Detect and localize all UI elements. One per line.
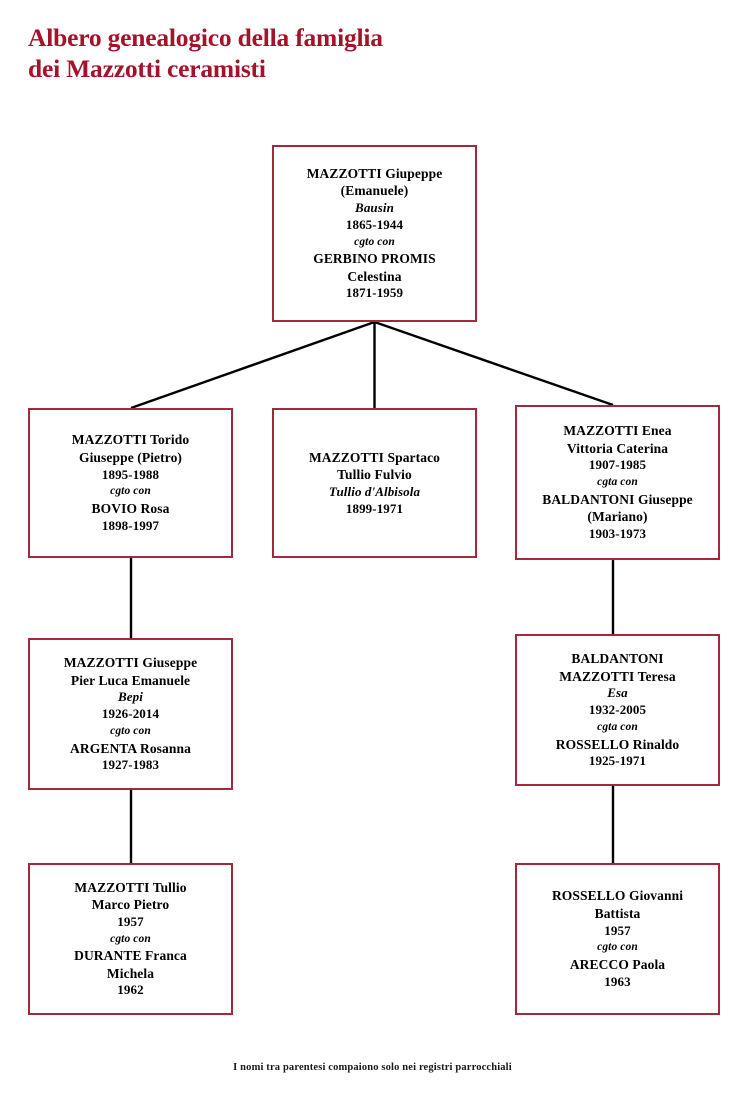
node-line: MAZZOTTI Giupeppe bbox=[306, 165, 443, 181]
node-relation: cgto con bbox=[354, 235, 395, 248]
node-relation: cgto con bbox=[597, 941, 638, 954]
node-line: MAZZOTTI Enea bbox=[563, 423, 672, 439]
node-line: ARECCO Paola bbox=[569, 957, 666, 973]
node-line: MAZZOTTI Spartaco bbox=[308, 449, 441, 465]
node-years: 1895-1988 bbox=[101, 466, 160, 482]
page-title: Albero genealogico della famiglia dei Ma… bbox=[28, 22, 548, 84]
node-nickname: Esa bbox=[607, 685, 628, 701]
person-node-rossello-giovanni-battista[interactable]: ROSSELLO Giovanni Battista 1957 cgto con… bbox=[515, 863, 720, 1015]
node-line: BALDANTONI bbox=[571, 651, 664, 666]
person-node-mazzotti-torido-giuseppe[interactable]: MAZZOTTI Torido Giuseppe (Pietro) 1895-1… bbox=[28, 408, 233, 558]
person-node-mazzotti-giuseppe-pier-luca-emanuele[interactable]: MAZZOTTI Giuseppe Pier Luca Emanuele Bep… bbox=[28, 638, 233, 790]
node-nickname: Bausin bbox=[355, 199, 394, 215]
node-line: Tullio Fulvio bbox=[337, 467, 412, 483]
page-title-line-2: dei Mazzotti ceramisti bbox=[28, 54, 266, 84]
node-years: 1907-1985 bbox=[588, 457, 647, 473]
node-years: 1865-1944 bbox=[345, 216, 404, 232]
footnote: I nomi tra parentesi compaiono solo nei … bbox=[233, 1062, 512, 1073]
person-node-mazzotti-giuseppe-emanuele[interactable]: MAZZOTTI Giupeppe (Emanuele) Bausin 1865… bbox=[272, 145, 477, 322]
node-relation: cgta con bbox=[597, 476, 638, 489]
node-line: MAZZOTTI Teresa bbox=[559, 668, 676, 684]
node-relation: cgto con bbox=[110, 485, 151, 498]
node-years: 1963 bbox=[604, 973, 631, 989]
node-nickname: Tullio d'Albisola bbox=[328, 483, 421, 499]
node-line: Vittoria Caterina bbox=[566, 440, 669, 456]
node-relation: cgto con bbox=[110, 932, 151, 945]
node-relation: cgto con bbox=[110, 724, 151, 737]
node-years: 1898-1997 bbox=[101, 517, 160, 533]
person-node-baldantoni-mazzotti-teresa[interactable]: BALDANTONI MAZZOTTI Teresa Esa 1932-2005… bbox=[515, 634, 720, 786]
node-years: 1925-1971 bbox=[588, 753, 647, 769]
node-line: Battista bbox=[594, 906, 641, 921]
node-nickname: Bepi bbox=[118, 689, 143, 705]
node-line: (Mariano) bbox=[587, 509, 648, 525]
edge-root-to-enea bbox=[374, 320, 614, 407]
node-line: ARGENTA Rosanna bbox=[70, 740, 191, 756]
node-line: MAZZOTTI Tullio bbox=[74, 879, 187, 895]
node-line: BOVIO Rosa bbox=[91, 501, 170, 517]
node-years: 1957 bbox=[604, 922, 631, 938]
node-line: (Emanuele) bbox=[340, 183, 409, 199]
node-line: ROSSELLO Rinaldo bbox=[555, 736, 680, 752]
node-years: 1927-1983 bbox=[101, 757, 160, 773]
node-years: 1871-1959 bbox=[345, 285, 404, 301]
node-line: Giuseppe (Pietro) bbox=[78, 450, 183, 465]
node-line: MAZZOTTI Giuseppe bbox=[63, 655, 198, 670]
node-relation: cgta con bbox=[597, 720, 638, 733]
node-years: 1962 bbox=[117, 982, 144, 998]
node-line: Pier Luca Emanuele bbox=[70, 672, 191, 688]
node-line: Marco Pietro bbox=[91, 897, 170, 913]
person-node-mazzotti-spartaco-tullio-fulvio[interactable]: MAZZOTTI Spartaco Tullio Fulvio Tullio d… bbox=[272, 408, 477, 558]
node-years: 1926-2014 bbox=[101, 705, 160, 721]
node-years: 1932-2005 bbox=[588, 701, 647, 717]
edge-root-to-torido bbox=[130, 320, 375, 410]
node-years: 1957 bbox=[117, 913, 144, 929]
node-line: Michela bbox=[106, 965, 155, 981]
node-years: 1903-1973 bbox=[588, 525, 647, 541]
node-line: BALDANTONI Giuseppe bbox=[542, 491, 693, 507]
person-node-mazzotti-enea-vittoria-caterina[interactable]: MAZZOTTI Enea Vittoria Caterina 1907-198… bbox=[515, 405, 720, 560]
node-line: GERBINO PROMIS bbox=[313, 251, 436, 267]
node-line: Celestina bbox=[347, 268, 402, 284]
node-line: ROSSELLO Giovanni bbox=[551, 888, 684, 904]
node-line: MAZZOTTI Torido bbox=[71, 432, 190, 448]
node-years: 1899-1971 bbox=[345, 500, 404, 516]
page-title-line-1: Albero genealogico della famiglia bbox=[28, 23, 383, 52]
node-line: DURANTE Franca bbox=[74, 948, 187, 964]
person-node-mazzotti-tullio-marco-pietro[interactable]: MAZZOTTI Tullio Marco Pietro 1957 cgto c… bbox=[28, 863, 233, 1015]
